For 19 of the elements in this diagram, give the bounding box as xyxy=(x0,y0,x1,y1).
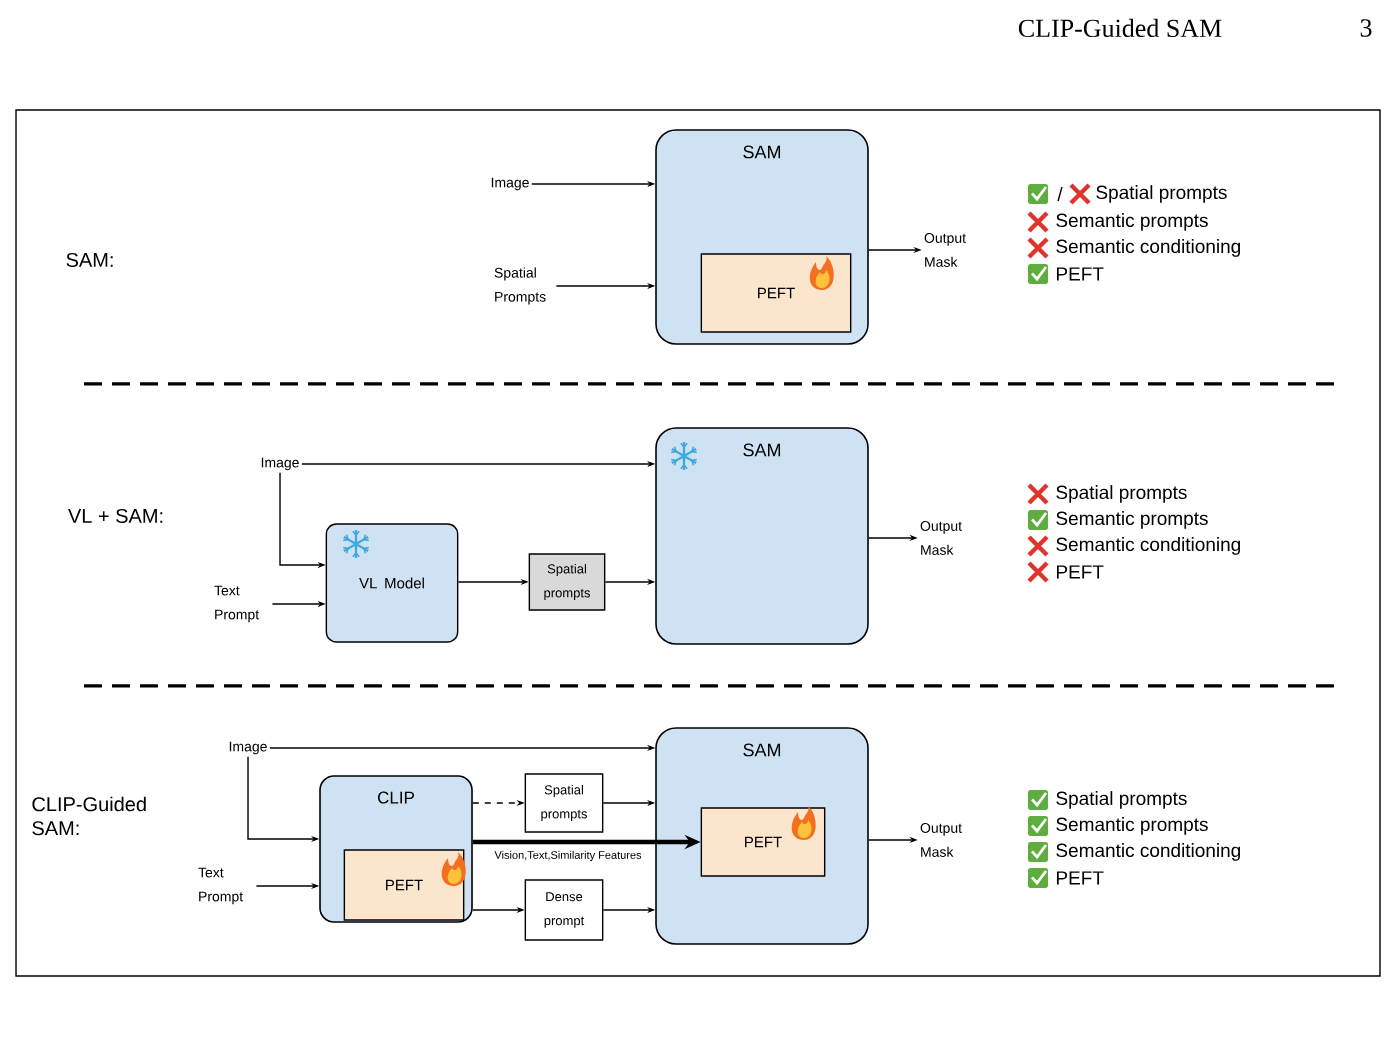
feature-label: PEFT xyxy=(1057,267,1104,281)
feature-label: Spatial prompts xyxy=(1056,485,1187,503)
panel-label: SAM: xyxy=(66,252,113,268)
page-header: CLIP-Guided SAM xyxy=(1018,18,1222,38)
feature-label: Spatial prompts xyxy=(1056,791,1187,809)
feature-label: Semantic prompts xyxy=(1056,817,1208,835)
panel-label: CLIP-Guided SAM: xyxy=(32,796,146,836)
feature-label: Spatial prompts xyxy=(1096,185,1227,203)
feature-label: / xyxy=(1057,187,1063,201)
feature-label: PEFT xyxy=(1057,871,1104,885)
feature-label: Semantic conditioning xyxy=(1056,239,1241,257)
page-header: 3 xyxy=(1360,19,1372,37)
feature-label: Semantic prompts xyxy=(1056,511,1208,529)
feature-label: PEFT xyxy=(1057,565,1104,579)
model-box: SAM xyxy=(655,427,869,645)
feature-label: Semantic conditioning xyxy=(1056,843,1241,861)
panel-label: VL + SAM: xyxy=(68,508,163,524)
feature-label: Semantic prompts xyxy=(1056,213,1208,231)
feature-label: Semantic conditioning xyxy=(1056,537,1241,555)
